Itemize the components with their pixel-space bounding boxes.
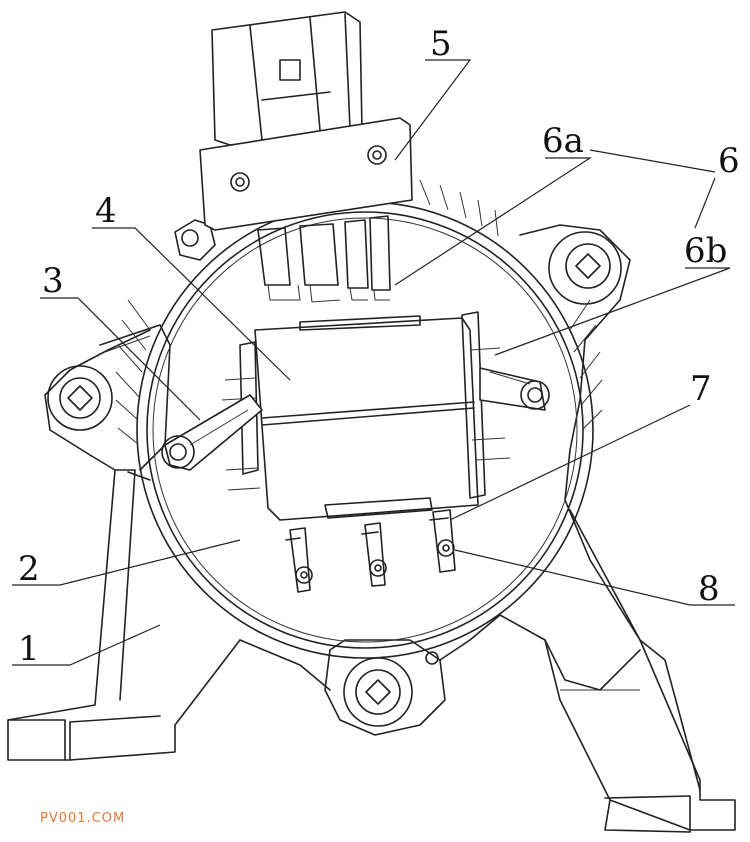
mounting-bracket xyxy=(7,219,736,833)
leader-1 xyxy=(12,624,161,666)
label-5: 5 xyxy=(430,24,452,64)
leader-3 xyxy=(40,297,201,421)
label-8: 8 xyxy=(698,569,720,609)
part-labels: 1 2 3 4 5 6a 6 6b 7 8 xyxy=(18,24,740,669)
leader-2 xyxy=(12,539,241,586)
brush-arm-left xyxy=(161,394,263,471)
leader-6a xyxy=(394,157,593,286)
leader-6b xyxy=(494,267,731,356)
bolt-right xyxy=(548,231,622,305)
leader-4 xyxy=(92,227,291,381)
leader-7 xyxy=(449,404,691,521)
brush-arm-right xyxy=(479,367,550,411)
leader-6 xyxy=(589,149,716,229)
bolt-bottom xyxy=(343,651,439,727)
bolt-left xyxy=(47,365,113,431)
control-module xyxy=(221,311,511,521)
label-6a: 6a xyxy=(542,121,584,161)
label-2: 2 xyxy=(18,549,40,589)
leader-8 xyxy=(454,549,735,606)
leader-lines xyxy=(12,59,735,666)
lower-terminals xyxy=(285,509,456,593)
connector xyxy=(199,11,413,303)
leader-5 xyxy=(394,59,472,161)
label-6b: 6b xyxy=(684,231,727,271)
watermark-text: PV001.COM xyxy=(40,811,125,826)
label-6: 6 xyxy=(718,141,740,181)
label-7: 7 xyxy=(690,369,712,409)
label-3: 3 xyxy=(42,261,64,301)
label-1: 1 xyxy=(18,629,40,669)
label-4: 4 xyxy=(95,191,117,231)
